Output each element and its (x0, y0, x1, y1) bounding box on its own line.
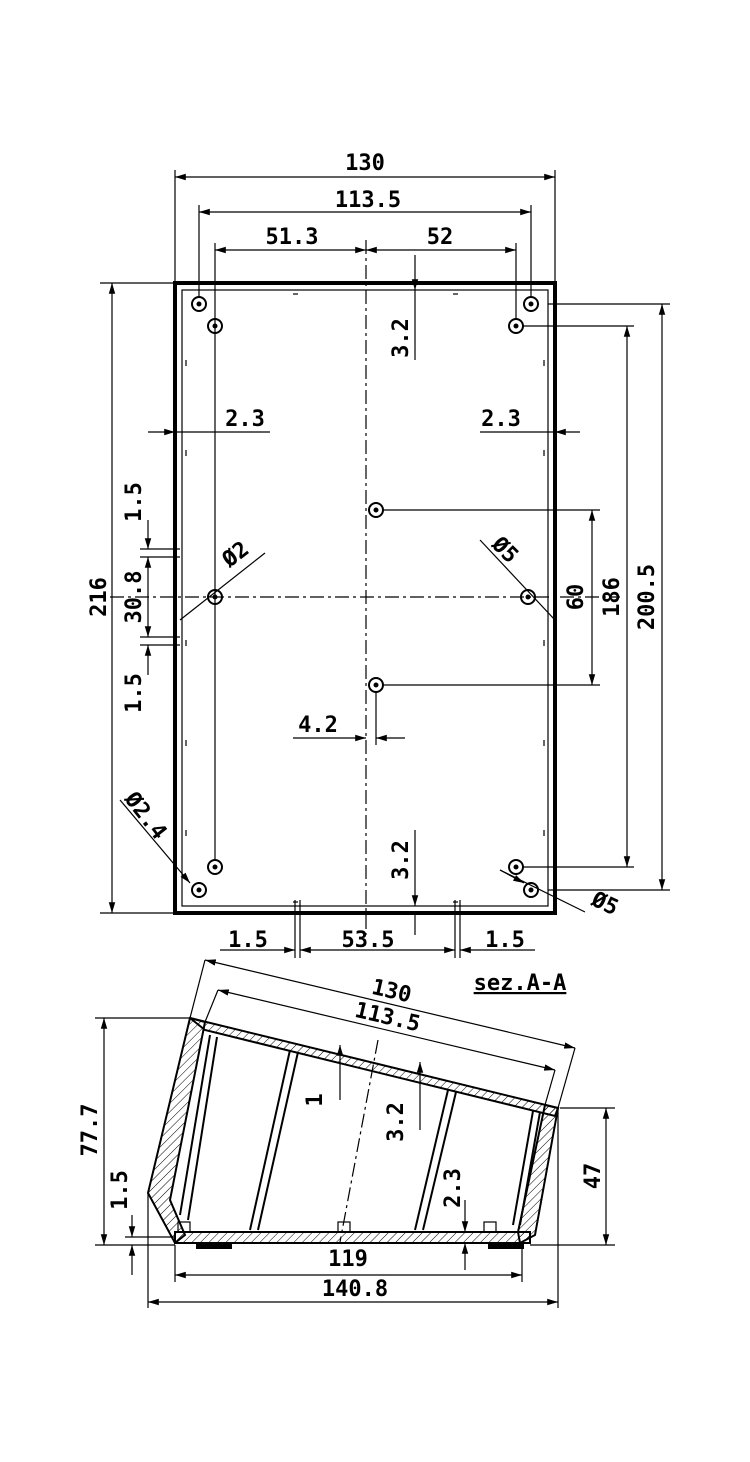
dim-foot-right: 1.5 (485, 928, 525, 953)
section-top-panel (189, 1017, 560, 1118)
dim-offset-top: 3.2 (389, 318, 414, 358)
hole-center-top (368, 502, 384, 518)
dim-center-spacing: 60 (564, 584, 589, 611)
dim-hole-large: Ø5 (486, 531, 523, 568)
section-view: sez.A-A (78, 959, 615, 1308)
section-left-wall (146, 1016, 207, 1245)
dim-foot-span: 53.5 (342, 928, 395, 953)
dim-hole-left: 51.3 (266, 225, 319, 250)
section-dimension-lines (100, 959, 610, 1306)
dim-height-inner: 200.5 (635, 564, 660, 630)
boss-right (483, 1221, 497, 1233)
extension-lines (100, 170, 670, 958)
dim-width-total: 130 (345, 151, 385, 176)
dim-hole-pitch: 186 (600, 577, 625, 617)
foot-left (196, 1243, 232, 1249)
wall-marks (185, 293, 545, 903)
dim-slot-bottom: 1.5 (122, 673, 147, 713)
dim-base-inner: 119 (328, 1247, 368, 1272)
hole-mid-right (520, 589, 536, 605)
holes (191, 296, 539, 898)
dim-height-front: 47 (581, 1163, 606, 1190)
dim-panel-thick: 1 (303, 1093, 328, 1106)
dim-hole-right: 52 (427, 225, 454, 250)
dim-base-offset: 1.5 (108, 1170, 133, 1210)
dim-slope-inner: 113.5 (352, 998, 422, 1037)
section-dimension-labels: 130 113.5 1 3.2 77.7 47 1.5 2.3 119 140.… (78, 975, 606, 1302)
hole-br (508, 859, 524, 875)
hole-corner-bl (191, 882, 207, 898)
dim-corner-hole: Ø2.4 (118, 787, 171, 845)
dim-wall-left: 2.3 (225, 407, 265, 432)
section-inner-lines (179, 1034, 541, 1231)
hole-center-bottom (368, 677, 384, 693)
boss-left (177, 1221, 191, 1233)
enclosure-outline-outer (173, 281, 557, 915)
hole-corner-br (523, 882, 539, 898)
dim-foot-left: 1.5 (228, 928, 268, 953)
dim-base-outer: 140.8 (322, 1277, 388, 1302)
hole-tr (508, 318, 524, 334)
dim-hole-corner-large: Ø5 (587, 887, 622, 921)
dim-height-rear: 77.7 (78, 1104, 103, 1157)
dim-panel-offset: 3.2 (384, 1102, 409, 1142)
dim-base-wall: 2.3 (441, 1168, 466, 1208)
foot-right (488, 1243, 524, 1249)
dim-height-total: 216 (87, 577, 112, 617)
hole-corner-tl (191, 296, 207, 312)
top-view: 130 113.5 51.3 52 3.2 2.3 2.3 216 1.5 30… (87, 151, 670, 958)
section-extension-lines (95, 959, 615, 1308)
section-title: sez.A-A (474, 971, 567, 996)
dimension-lines (108, 173, 666, 954)
dim-offset-bottom: 3.2 (389, 840, 414, 880)
dim-slot-span: 30.8 (122, 571, 147, 624)
enclosure-outline-inner (181, 289, 549, 907)
section-centerline (339, 1039, 379, 1243)
section-base (174, 1231, 531, 1244)
dim-hole-small: Ø2 (217, 537, 254, 574)
hole-bl (207, 859, 223, 875)
dim-offset-center: 4.2 (298, 713, 338, 738)
dim-width-inner: 113.5 (335, 188, 401, 213)
hole-corner-tr (523, 296, 539, 312)
dimension-labels: 130 113.5 51.3 52 3.2 2.3 2.3 216 1.5 30… (87, 151, 660, 953)
dim-wall-right: 2.3 (481, 407, 521, 432)
dim-slot-top: 1.5 (122, 482, 147, 522)
